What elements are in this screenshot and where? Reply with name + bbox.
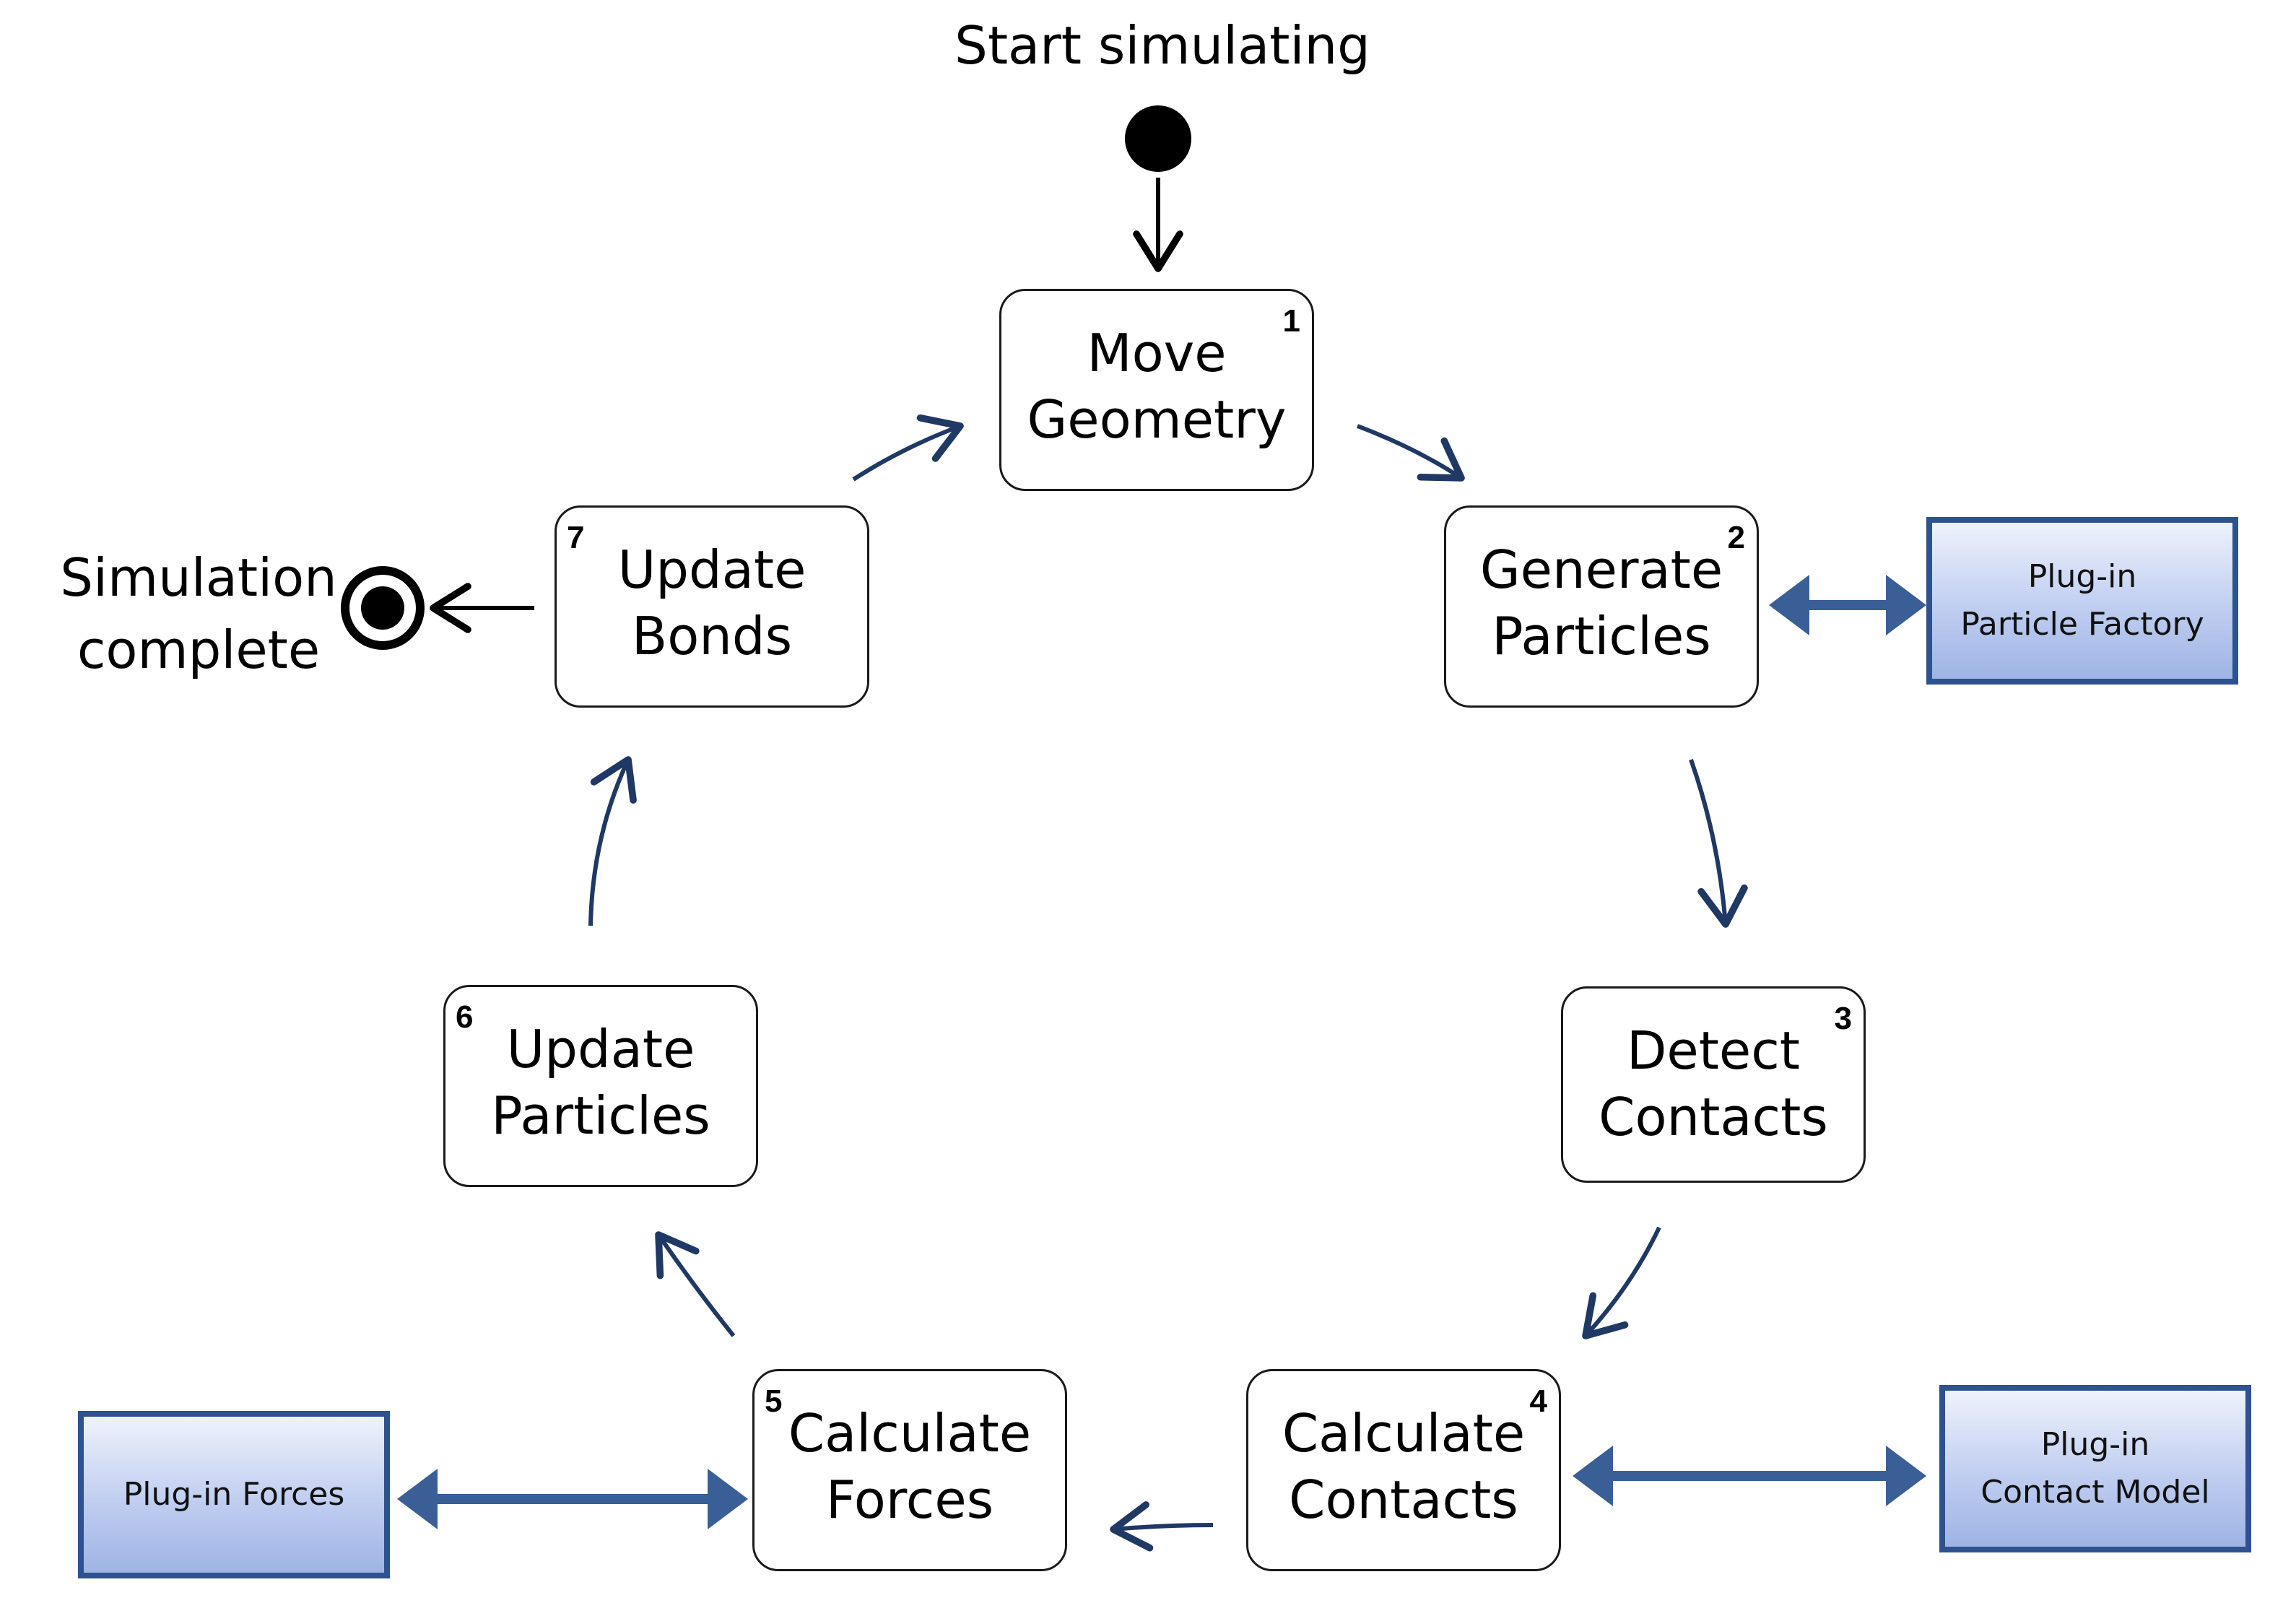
- end-node-ring: [341, 566, 425, 650]
- arrow-3-to-4: [1582, 1226, 1661, 1339]
- step-number: 3: [1834, 1001, 1852, 1036]
- start-node-dot: [1125, 105, 1191, 172]
- step-number: 2: [1727, 520, 1745, 555]
- end-label-line2: complete: [77, 620, 321, 680]
- step-detect-contacts: 3 Detect Contacts: [1561, 986, 1866, 1183]
- plugin-forces: Plug-in Forces: [78, 1411, 390, 1578]
- step-number: 7: [567, 520, 585, 555]
- step-label: Update Bonds: [617, 539, 806, 666]
- plugin-contact-model: Plug-in Contact Model: [1939, 1385, 2251, 1552]
- end-node-dot: [361, 586, 404, 630]
- plugin-line1: Plug-in Forces: [123, 1476, 345, 1513]
- step-number: 4: [1529, 1383, 1547, 1419]
- arrow-6-to-7: [588, 756, 637, 926]
- arrow-7-to-1: [852, 414, 964, 482]
- step-move-geometry: 1 Move Geometry: [999, 289, 1314, 491]
- plugin-particle-factory: Plug-in Particle Factory: [1926, 517, 2238, 685]
- start-label: Start simulating: [955, 15, 1370, 76]
- step-generate-particles: 2 Generate Particles: [1444, 505, 1759, 708]
- end-label-line1: Simulation: [60, 547, 337, 608]
- plugin-line2: Particle Factory: [1960, 606, 2204, 643]
- step-label: Move Geometry: [1027, 323, 1287, 450]
- step-calculate-contacts: 4 Calculate Contacts: [1246, 1369, 1561, 1571]
- step-calculate-forces: 5 Calculate Forces: [752, 1369, 1067, 1571]
- plugin-line1: Plug-in: [2040, 1426, 2150, 1463]
- plugin-line2: Contact Model: [1980, 1474, 2210, 1511]
- arrow-4-to-5: [1110, 1501, 1214, 1552]
- arrow-2-to-3: [1689, 759, 1748, 928]
- step-update-bonds: 7 Update Bonds: [555, 505, 869, 708]
- step-label: Update Particles: [491, 1019, 710, 1146]
- step-label: Detect Contacts: [1599, 1020, 1828, 1147]
- step-number: 6: [456, 999, 474, 1035]
- step-label: Calculate Forces: [788, 1403, 1032, 1530]
- arrow-5-to-6: [655, 1231, 736, 1337]
- step-label: Calculate Contacts: [1282, 1403, 1526, 1530]
- end-label: Simulation complete: [58, 542, 339, 686]
- step-label: Generate Particles: [1479, 539, 1723, 666]
- step-number: 1: [1282, 303, 1300, 339]
- step-number: 5: [765, 1383, 783, 1419]
- plugin-line1: Plug-in: [2027, 558, 2137, 595]
- arrow-1-to-2: [1356, 424, 1465, 482]
- step-update-particles: 6 Update Particles: [443, 985, 758, 1187]
